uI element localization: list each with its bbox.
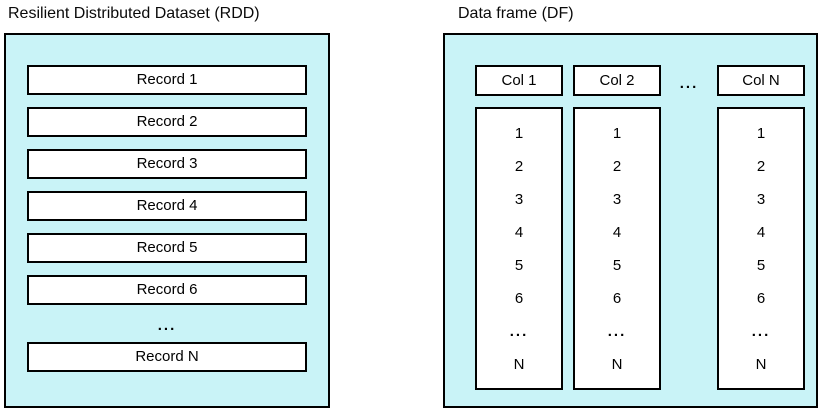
df-panel: Col 1 1 2 3 4 5 6 ... N Col 2 1 2 3 (443, 33, 818, 408)
rdd-record: Record 2 (27, 107, 307, 137)
df-column-2-header: Col 2 (573, 65, 661, 96)
df-cell: 6 (514, 290, 524, 307)
df-cell: 5 (612, 257, 622, 274)
df-cell: 6 (756, 290, 766, 307)
df-cell: 1 (756, 125, 766, 142)
df-cell: 6 (612, 290, 622, 307)
df-cell: 2 (756, 158, 766, 175)
rdd-record: Record 6 (27, 275, 307, 305)
df-column-1: Col 1 1 2 3 4 5 6 ... N (475, 65, 563, 390)
rdd-title: Resilient Distributed Dataset (RDD) (8, 5, 260, 22)
df-column-2-box: 1 2 3 4 5 6 ... N (573, 107, 661, 390)
df-cell-ellipsis: ... (509, 323, 529, 340)
df-column-1-header: Col 1 (475, 65, 563, 96)
df-cell: 3 (514, 191, 524, 208)
df-cell-ellipsis: ... (607, 323, 627, 340)
rdd-record: Record 3 (27, 149, 307, 179)
rdd-record: Record 4 (27, 191, 307, 221)
df-cell: 3 (612, 191, 622, 208)
df-cell: 4 (756, 224, 766, 241)
df-cell: 3 (756, 191, 766, 208)
df-cell: 5 (514, 257, 524, 274)
df-title: Data frame (DF) (458, 5, 574, 22)
df-header-ellipsis: ... (679, 75, 699, 92)
df-column-1-box: 1 2 3 4 5 6 ... N (475, 107, 563, 390)
df-column-n-header: Col N (717, 65, 805, 96)
df-cell: 2 (514, 158, 524, 175)
df-column-2: Col 2 1 2 3 4 5 6 ... N (573, 65, 661, 390)
df-cell: 5 (756, 257, 766, 274)
df-column-n-box: 1 2 3 4 5 6 ... N (717, 107, 805, 390)
rdd-record: Record 5 (27, 233, 307, 263)
df-cell: 4 (514, 224, 524, 241)
df-cell-ellipsis: ... (751, 323, 771, 340)
rdd-ellipsis: ... (157, 317, 177, 334)
rdd-record: Record 1 (27, 65, 307, 95)
df-cell: N (611, 356, 623, 373)
df-cell: 1 (514, 125, 524, 142)
df-column-n: Col N 1 2 3 4 5 6 ... N (717, 65, 805, 390)
df-cell: N (755, 356, 767, 373)
rdd-panel: Record 1 Record 2 Record 3 Record 4 Reco… (4, 33, 330, 408)
rdd-record-n: Record N (27, 342, 307, 372)
df-cell: 2 (612, 158, 622, 175)
df-columns-row: Col 1 1 2 3 4 5 6 ... N Col 2 1 2 3 (445, 35, 816, 390)
df-cell: 1 (612, 125, 622, 142)
df-cell: 4 (612, 224, 622, 241)
df-cell: N (513, 356, 525, 373)
